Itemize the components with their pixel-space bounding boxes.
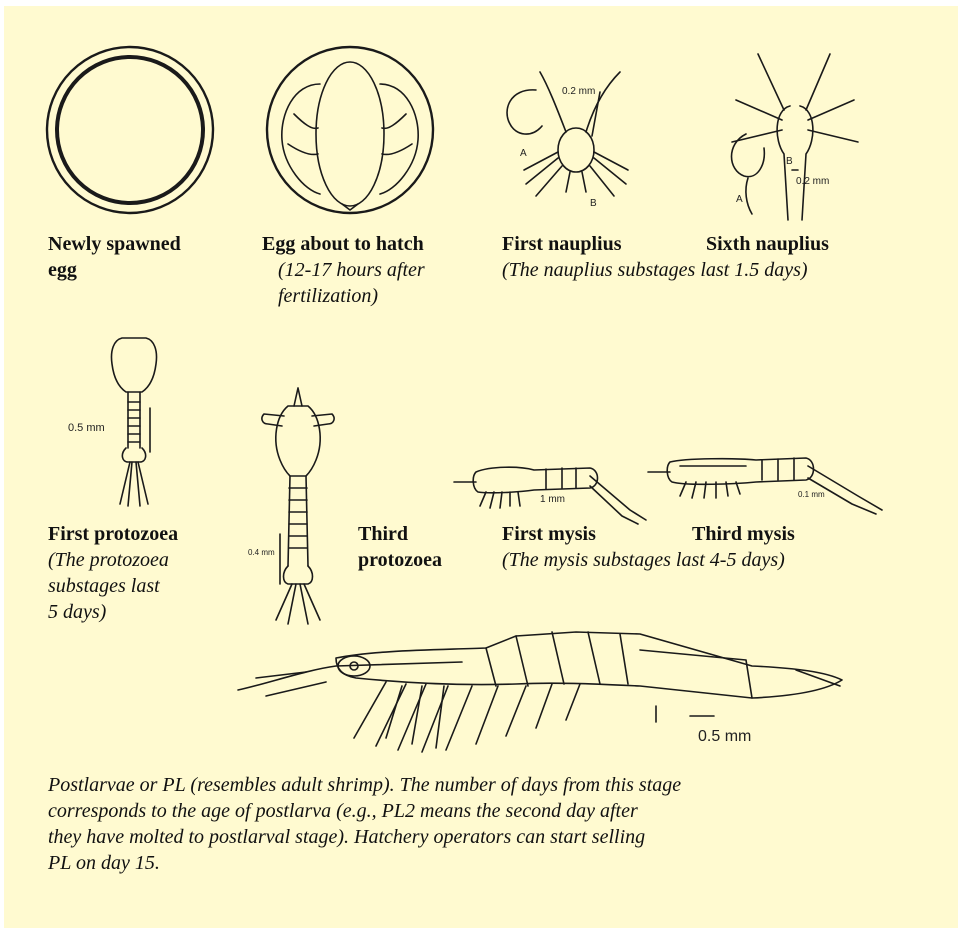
first-protozoea-drawing — [100, 330, 170, 510]
egg-about-to-hatch-drawing — [264, 44, 436, 216]
third-mysis-label: Third mysis — [692, 522, 795, 546]
third-protozoea-label-2: protozoea — [358, 548, 442, 572]
caption-line-4: PL on day 15. — [48, 850, 828, 876]
egg-about-to-hatch-note-2: fertilization) — [278, 284, 378, 308]
postlarva-drawing — [236, 620, 848, 760]
postlarva-scale: 0.5 mm — [698, 728, 751, 746]
third-protozoea-scale: 0.4 mm — [248, 548, 275, 557]
sixth-nauplius-letter-a: A — [736, 194, 743, 205]
sixth-nauplius-label: Sixth nauplius — [706, 232, 829, 256]
nauplius-substage-note: (The nauplius substages last 1.5 days) — [502, 258, 808, 282]
third-protozoea-label: Third — [358, 522, 408, 546]
postlarvae-caption: Postlarvae or PL (resembles adult shrimp… — [48, 772, 828, 876]
egg-about-to-hatch-label: Egg about to hatch — [262, 232, 424, 256]
first-protozoea-label: First protozoea — [48, 522, 178, 546]
first-nauplius-scale: 0.2 mm — [562, 86, 595, 97]
third-mysis-drawing — [646, 452, 886, 520]
first-protozoea-note-1: (The protozoea — [48, 548, 169, 572]
caption-line-3: they have molted to postlarval stage). H… — [48, 824, 828, 850]
third-protozoea-drawing — [258, 386, 338, 626]
first-nauplius-letter-a: A — [520, 148, 527, 159]
first-protozoea-note-3: 5 days) — [48, 600, 106, 624]
caption-line-1: Postlarvae or PL (resembles adult shrimp… — [48, 772, 828, 798]
first-nauplius-label: First nauplius — [502, 232, 621, 256]
sixth-nauplius-letter-b: B — [786, 156, 793, 167]
first-protozoea-scale: 0.5 mm — [68, 422, 105, 434]
egg-about-to-hatch-note-1: (12-17 hours after — [278, 258, 425, 282]
caption-line-2: corresponds to the age of postlarva (e.g… — [48, 798, 828, 824]
sixth-nauplius-scale: 0.2 mm — [796, 176, 829, 187]
third-mysis-scale: 0.1 mm — [798, 490, 825, 499]
first-mysis-drawing — [450, 458, 650, 528]
newly-spawned-egg-drawing — [44, 44, 216, 216]
first-nauplius-letter-b: B — [590, 198, 597, 209]
mysis-substage-note: (The mysis substages last 4-5 days) — [502, 548, 785, 572]
newly-spawned-egg-label: Newly spawned — [48, 232, 181, 256]
first-mysis-scale: 1 mm — [540, 494, 565, 505]
newly-spawned-egg-label-2: egg — [48, 258, 77, 282]
first-mysis-label: First mysis — [502, 522, 596, 546]
first-protozoea-note-2: substages last — [48, 574, 160, 598]
